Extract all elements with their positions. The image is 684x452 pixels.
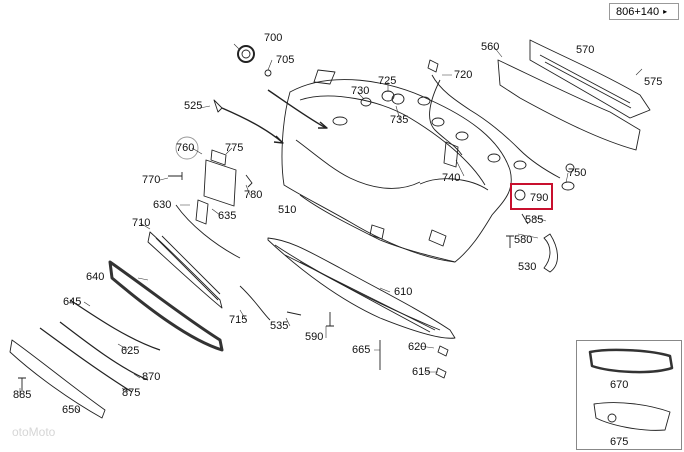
part-label-715: 715 (229, 314, 248, 326)
part-label-570: 570 (576, 44, 595, 56)
part-label-525: 525 (184, 100, 203, 112)
part-label-575: 575 (644, 76, 663, 88)
part-label-730: 730 (351, 85, 370, 97)
detail-inset (576, 340, 682, 450)
lower-spoiler (9, 339, 106, 419)
part-label-610: 610 (394, 286, 413, 298)
part-label-875: 875 (122, 387, 141, 399)
part-label-870: 870 (142, 371, 161, 383)
emblem (237, 45, 255, 63)
mesh-insert (108, 260, 224, 352)
watermark: otoMoto (12, 425, 56, 439)
reference-code: 806+140 (616, 5, 660, 18)
part-label-530: 530 (518, 261, 537, 273)
part-label-705: 705 (276, 54, 295, 66)
part-label-740: 740 (442, 172, 461, 184)
play-arrow-icon: ▸ (663, 7, 668, 16)
part-label-720: 720 (454, 69, 473, 81)
part-label-635: 635 (218, 210, 237, 222)
part-label-535: 535 (270, 320, 289, 332)
part-label-780: 780 (244, 189, 263, 201)
part-label-645: 645 (63, 296, 82, 308)
highlight-box (510, 183, 553, 210)
part-label-580: 580 (514, 234, 533, 246)
part-label-585: 585 (525, 214, 544, 226)
part-label-760: 760 (176, 142, 195, 154)
wiring-harness (431, 74, 561, 179)
reference-code-box: 806+140 ▸ (609, 3, 679, 20)
part-label-650: 650 (62, 404, 81, 416)
part-label-640: 640 (86, 271, 105, 283)
part-label-725: 725 (378, 75, 397, 87)
part-label-700: 700 (264, 32, 283, 44)
part-label-560: 560 (481, 41, 500, 53)
part-label-770: 770 (142, 174, 161, 186)
part-label-750: 750 (568, 167, 587, 179)
part-label-735: 735 (390, 114, 409, 126)
part-label-510: 510 (278, 204, 297, 216)
part-label-790: 790 (530, 192, 549, 204)
part-label-670: 670 (610, 379, 629, 391)
part-label-630: 630 (153, 199, 172, 211)
part-label-675: 675 (610, 436, 629, 448)
upper-carrier (497, 59, 641, 151)
part-label-710: 710 (132, 217, 151, 229)
part-label-590: 590 (305, 331, 324, 343)
underbody-panel (267, 237, 456, 339)
lower-grille (147, 231, 223, 309)
part-label-615: 615 (412, 366, 431, 378)
part-label-625: 625 (121, 345, 140, 357)
part-label-885: 885 (13, 389, 32, 401)
part-label-665: 665 (352, 344, 371, 356)
bumper-cover (281, 79, 512, 263)
part-label-620: 620 (408, 341, 427, 353)
part-label-775: 775 (225, 142, 244, 154)
